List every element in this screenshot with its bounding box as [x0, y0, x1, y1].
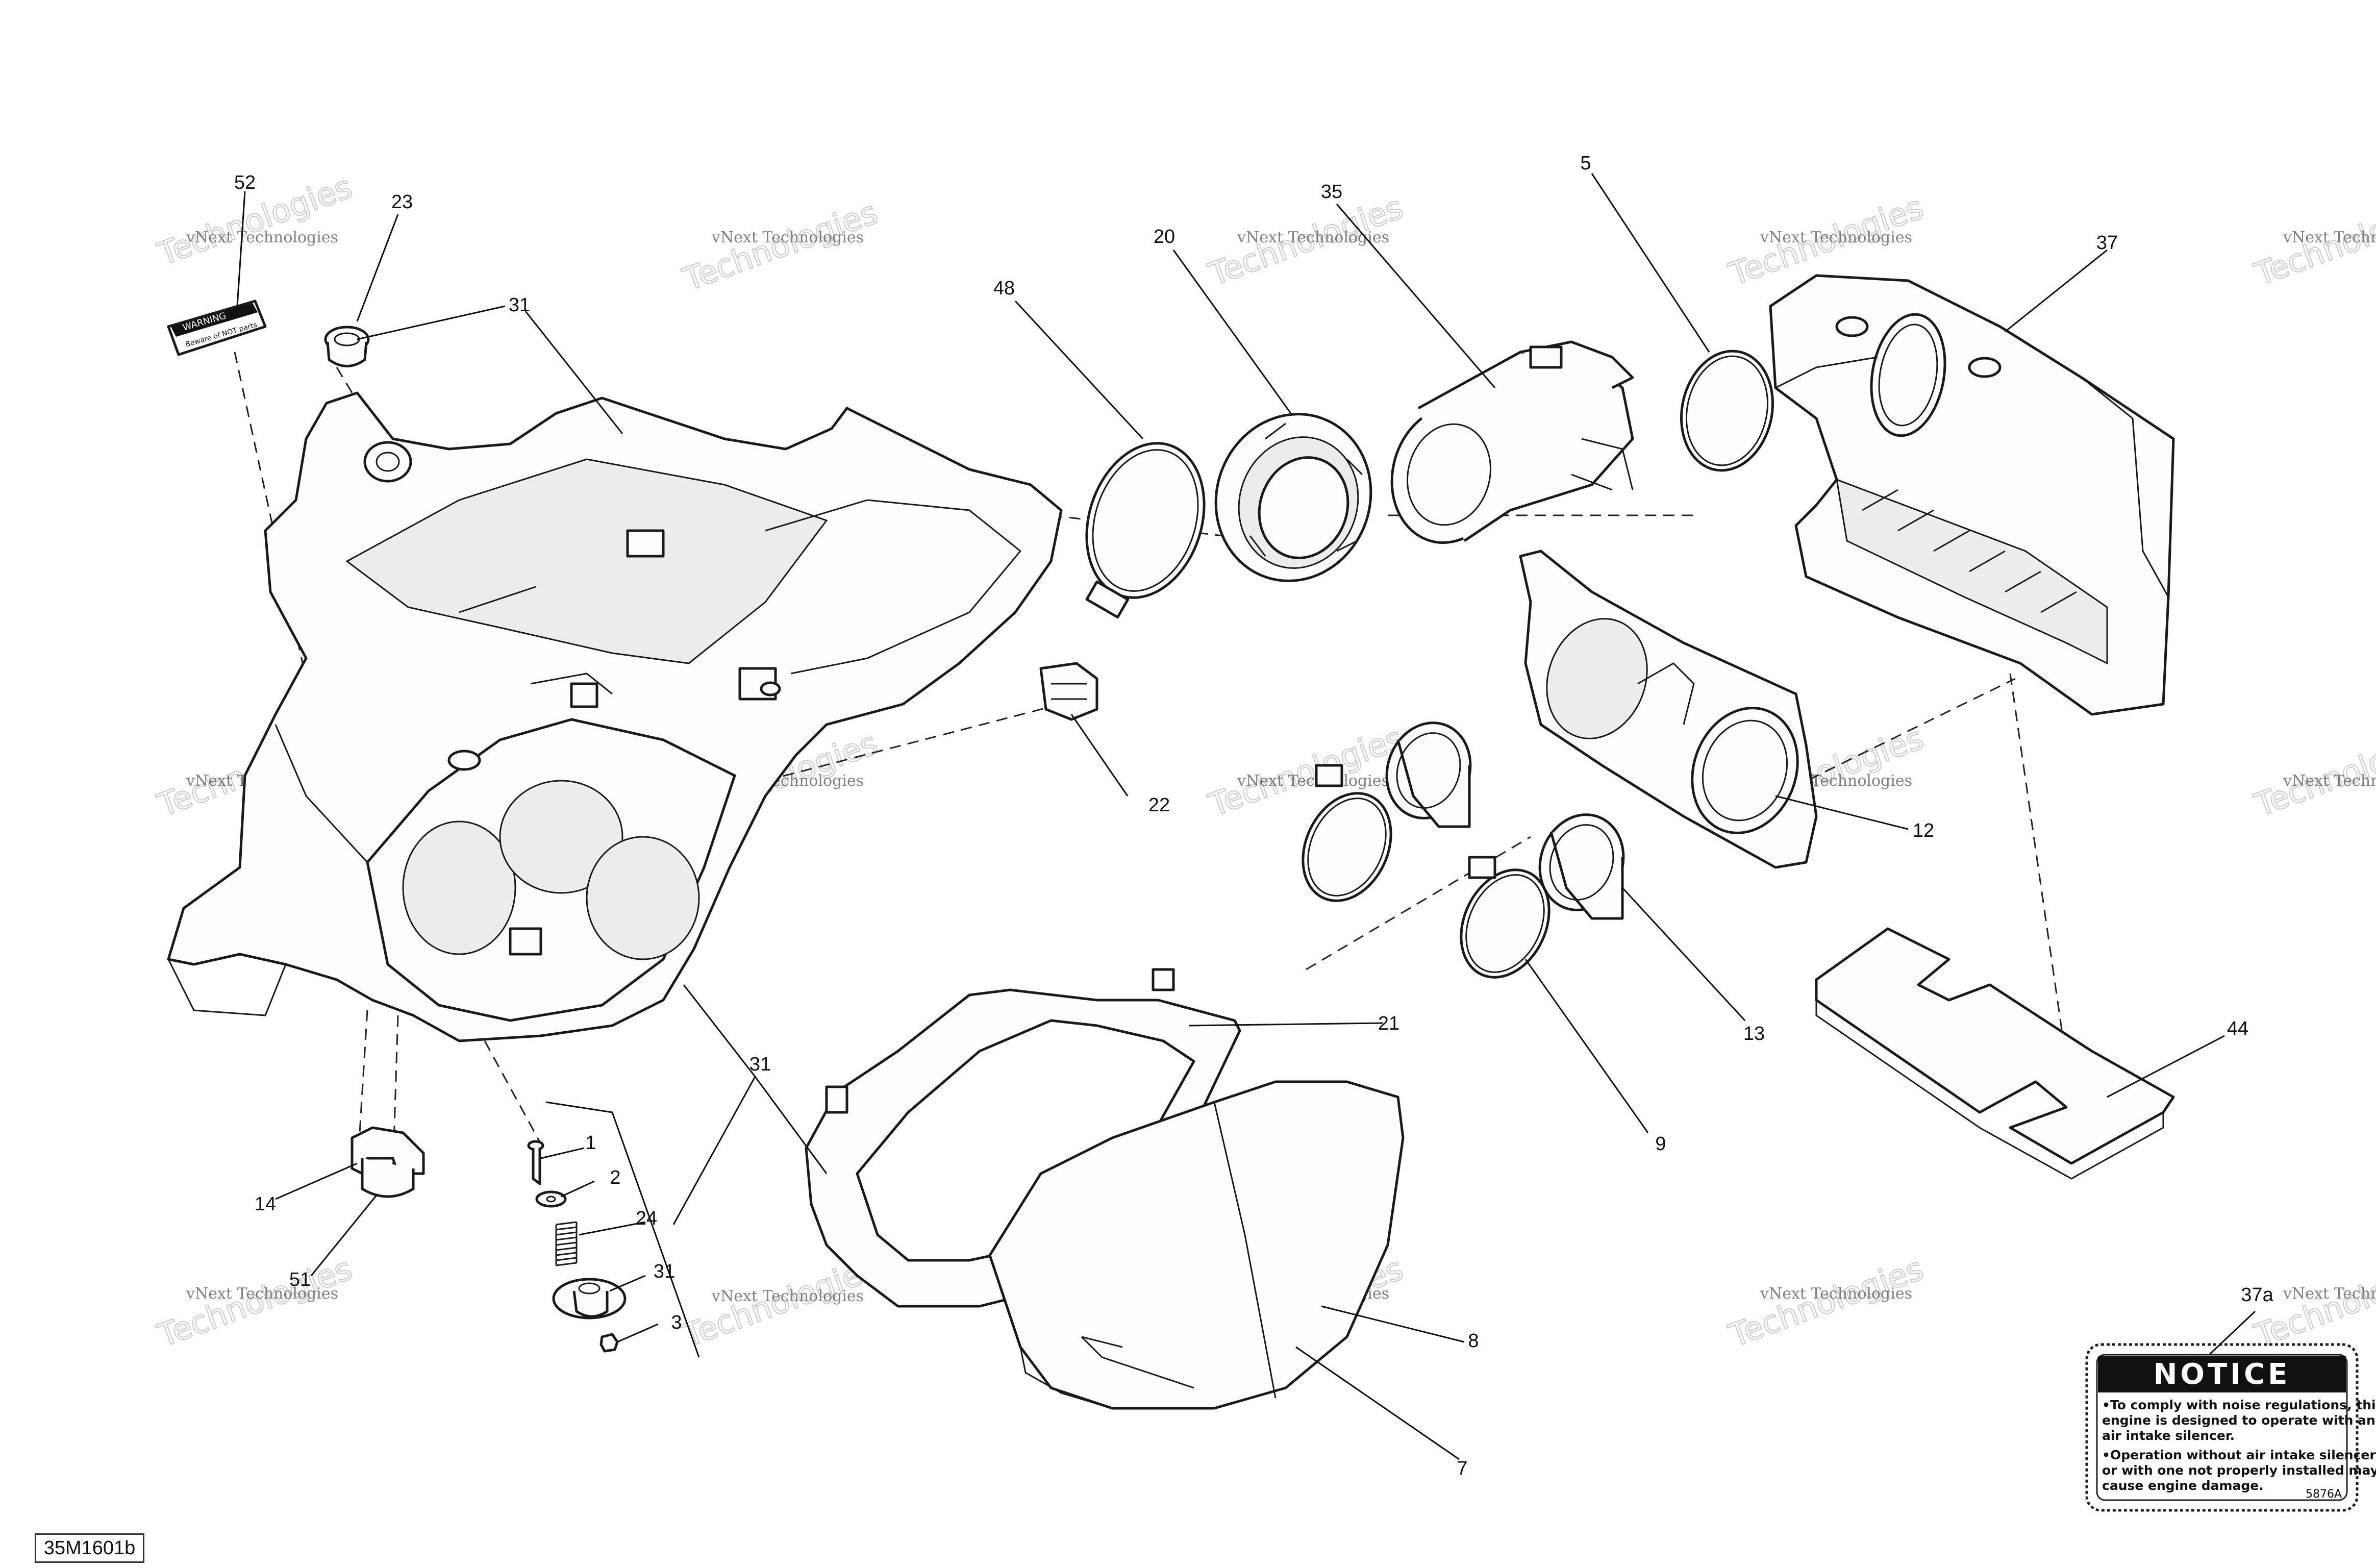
callout-labels: 52 23 31 48 20 35 5 37 22 12 13 9 44 21 …: [234, 153, 2274, 1479]
watermark-2: Technologies vNext Technologies: [678, 193, 883, 298]
grommet-31: [552, 1278, 627, 1320]
callout-22: 22: [1148, 794, 1170, 816]
air-box-base-31: [167, 391, 1063, 1042]
callout-48: 48: [993, 278, 1015, 299]
callout-3: 3: [671, 1312, 682, 1333]
warning-label-52: WARNING Beware of NOT parts: [167, 300, 267, 356]
screw-1: [527, 1140, 544, 1185]
callout-9: 9: [1655, 1133, 1666, 1155]
callout-37a: 37a: [2241, 1284, 2273, 1306]
callout-14: 14: [255, 1193, 276, 1215]
watermark-3: Technologies vNext Technologies: [1203, 188, 1408, 293]
svg-text:vNext Technologies: vNext Technologies: [1237, 772, 1389, 790]
svg-text:vNext Technologies: vNext Technologies: [2283, 1285, 2376, 1303]
silencer-plate-12: [1519, 550, 1818, 869]
hose-clamp-48: [1085, 442, 1206, 619]
notice-code: 5876A: [2306, 1488, 2342, 1501]
callout-7: 7: [1457, 1458, 1467, 1479]
watermark-14: Technologies vNext Technologies: [1723, 1249, 1929, 1355]
coupler-upper-13: [1385, 721, 1472, 828]
notice-line-2: engine is designed to operate with an: [2102, 1413, 2375, 1428]
callout-51: 51: [289, 1269, 311, 1290]
watermark-11: Technologies vNext Technologies: [152, 1249, 357, 1355]
svg-text:vNext Technologies: vNext Technologies: [2283, 772, 2376, 790]
notice-decal-37a: NOTICE •To comply with noise regulations…: [2085, 1343, 2376, 1512]
callout-31-center: 31: [749, 1054, 771, 1075]
callout-37: 37: [2096, 232, 2118, 254]
callout-21: 21: [1378, 1013, 1399, 1034]
svg-text:vNext Technologies: vNext Technologies: [186, 1285, 338, 1303]
callout-1: 1: [585, 1132, 596, 1154]
bracket-14: [351, 1126, 425, 1198]
svg-text:vNext Technologies: vNext Technologies: [711, 229, 864, 246]
callout-52: 52: [234, 172, 256, 193]
callout-35: 35: [1321, 181, 1342, 203]
intake-adaptor-35: [1390, 340, 1634, 544]
callout-12: 12: [1913, 820, 1934, 841]
clamp-upper-9: [1302, 764, 1392, 902]
silencer-cover-8: [988, 1080, 1405, 1410]
diagram-reference-code: 35M1601b: [35, 1533, 144, 1563]
svg-text:Technologies: Technologies: [2249, 719, 2376, 824]
callout-31-bottom: 31: [654, 1261, 675, 1282]
clip-22: [1039, 662, 1098, 721]
callout-24: 24: [636, 1208, 657, 1229]
grommet-23: [324, 326, 370, 367]
spring-24: [555, 1221, 578, 1266]
notice-line-1: •To comply with noise regulations, this: [2102, 1398, 2376, 1412]
svg-text:vNext Technologies: vNext Technologies: [711, 1287, 864, 1305]
nut-3: [599, 1333, 619, 1353]
watermark-10: Technologies vNext Technologies: [2249, 718, 2376, 824]
callout-31-top: 31: [509, 294, 530, 316]
callout-8: 8: [1468, 1330, 1479, 1352]
washer-2: [535, 1190, 567, 1208]
svg-text:vNext Technologies: vNext Technologies: [2283, 229, 2376, 246]
notice-line-5: or with one not properly installed may: [2102, 1463, 2376, 1478]
callout-44: 44: [2227, 1018, 2248, 1039]
clamp-lower-9: [1460, 856, 1550, 979]
callout-13: 13: [1743, 1023, 1765, 1044]
silencer-housing-37: [1769, 274, 2175, 716]
o-ring-5: [1680, 350, 1774, 472]
coupler-lower-13: [1538, 813, 1625, 920]
callout-2: 2: [610, 1167, 620, 1188]
notice-line-6: cause engine damage.: [2102, 1478, 2264, 1493]
svg-text:vNext Technologies: vNext Technologies: [186, 229, 338, 246]
callout-20: 20: [1154, 226, 1175, 247]
notice-line-4: •Operation without air intake silencer: [2102, 1448, 2376, 1462]
coupling-sleeve-20: [1214, 413, 1372, 582]
svg-text:vNext Technologies: vNext Technologies: [1237, 229, 1389, 246]
notice-title: NOTICE: [2154, 1358, 2291, 1391]
svg-text:vNext Technologies: vNext Technologies: [1760, 229, 1912, 246]
leader-lines: [236, 173, 2256, 1460]
foam-pad-44: [1815, 927, 2175, 1180]
callout-23: 23: [391, 191, 413, 213]
callout-5: 5: [1580, 153, 1591, 174]
notice-line-3: air intake silencer.: [2102, 1428, 2235, 1443]
watermark-5: Technologies vNext Technologies: [2249, 188, 2376, 293]
svg-text:vNext Technologies: vNext Technologies: [1760, 1285, 1912, 1303]
